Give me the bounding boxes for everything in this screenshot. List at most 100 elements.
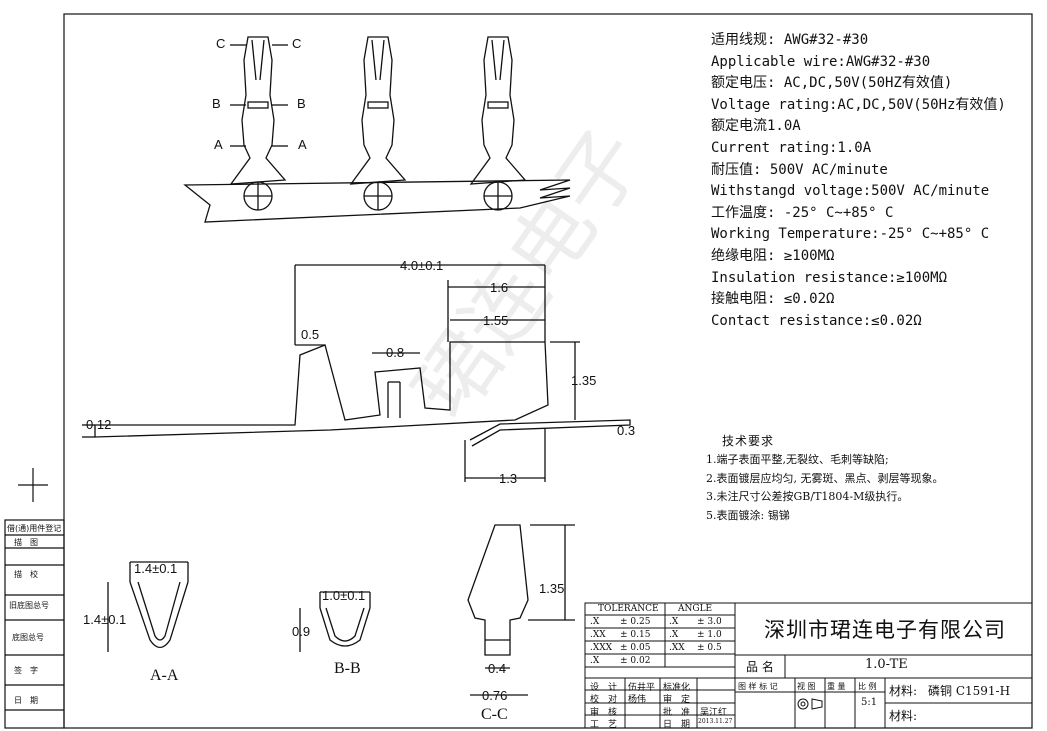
terminal-strip-top-view — [183, 36, 571, 223]
header-cell: 图 样 标 记 — [738, 682, 778, 691]
requirement-item: 2.表面镀层应均匀, 无雾斑、黑点、剥层等现象。 — [706, 471, 944, 485]
tolerance-cell: ± 0.5 — [697, 643, 722, 653]
dim-0-3: 0.3 — [617, 423, 636, 438]
signature-cell: 校 对 — [590, 695, 618, 705]
signature-cell: 标准化 — [663, 683, 691, 693]
signature-cell: 吴江红 — [700, 708, 728, 718]
tolerance-cell: ± 0.15 — [620, 630, 651, 640]
section-marker-c-right: C — [292, 36, 302, 51]
stamp-label: 描 图 — [14, 538, 38, 547]
spec-line: 工作温度: -25° C~+85° C — [711, 204, 894, 221]
section-bb-shape — [319, 607, 371, 647]
dim-bb-width: 1.0±0.1 — [322, 588, 366, 603]
section-marker-a-left: A — [214, 137, 223, 152]
tolerance-cell: .X — [669, 617, 679, 627]
dim-1-6: 1.6 — [490, 280, 509, 295]
stamp-label: 描 校 — [14, 570, 38, 579]
material-label-2: 材料: — [889, 709, 918, 723]
dim-0-5: 0.5 — [301, 327, 320, 342]
dim-1-55: 1.55 — [483, 313, 509, 328]
dim-overall-length: 4.0±0.1 — [400, 258, 444, 273]
tolerance-cell: .X — [590, 617, 600, 627]
dim-cc-inner: 0.4 — [488, 661, 507, 676]
spec-line: 额定电压: AC,DC,50V(50HZ有效值) — [711, 75, 953, 92]
dim-bb-height: 0.9 — [292, 624, 311, 639]
spec-line: 适用线规: AWG#32-#30 — [711, 32, 869, 48]
title-block-lines — [584, 602, 1033, 729]
tolerance-cell: ± 0.02 — [620, 656, 651, 666]
tolerance-cell: .X — [669, 630, 679, 640]
company-name: 深圳市珺连电子有限公司 — [764, 618, 1006, 642]
terminal-side-view — [82, 264, 631, 482]
spec-line: Insulation resistance:≥100MΩ — [711, 269, 948, 286]
tolerance-header: TOLERANCE — [598, 604, 659, 614]
tolerance-cell: ± 0.05 — [620, 643, 651, 653]
header-cell: 视 图 — [797, 682, 816, 691]
stamp-label: 借(通)用件登记 — [7, 524, 62, 533]
signature-cell: 审 定 — [663, 695, 691, 705]
section-aa-shape — [129, 581, 189, 649]
signature-cell: 工 艺 — [590, 720, 618, 730]
signature-cell: 设 计 — [590, 683, 618, 693]
tolerance-cell: .XX — [590, 630, 606, 640]
section-marker-c-left: C — [216, 36, 226, 51]
signature-cell: 审 核 — [590, 708, 618, 718]
spec-line: 接触电阻: ≤0.02Ω — [711, 291, 835, 308]
requirement-item: 3.未注尺寸公差按GB/T1804-M级执行。 — [706, 490, 909, 503]
requirements-title: 技术要求 — [722, 434, 775, 448]
stamp-label: 底图总号 — [12, 633, 44, 642]
stamp-label: 日 期 — [14, 696, 38, 705]
projection-symbol-icon — [797, 698, 823, 710]
tolerance-cell: ± 3.0 — [697, 617, 722, 627]
dim-cc-outer: 0.76 — [482, 688, 508, 703]
signature-cell: 伍井平 — [628, 683, 656, 693]
product-name: 1.0-TE — [865, 657, 908, 672]
spec-line: Voltage rating:AC,DC,50V(50Hz有效值) — [711, 96, 1006, 113]
angle-header: ANGLE — [678, 604, 713, 614]
spec-line: Current rating:1.0A — [711, 140, 872, 156]
section-marker-b-left: B — [212, 96, 221, 111]
signature-cell: 批 准 — [663, 708, 691, 718]
dim-1-35: 1.35 — [571, 373, 597, 388]
dim-0-8: 0.8 — [386, 345, 405, 360]
tolerance-cell: .XXX — [590, 643, 613, 653]
drawing-frame — [63, 13, 1033, 729]
tolerance-cell: .XX — [669, 643, 685, 653]
section-label-bb: B-B — [334, 660, 361, 677]
product-name-label: 品 名 — [746, 660, 774, 674]
section-label-cc: C-C — [481, 706, 508, 723]
tolerance-cell: ± 1.0 — [697, 630, 722, 640]
side-stamp-box — [4, 519, 65, 729]
dim-0-12: 0.12 — [86, 417, 112, 432]
spec-line: Working Temperature:-25° C~+85° C — [711, 226, 990, 243]
stamp-label: 旧底图总号 — [9, 601, 49, 610]
section-marker-a-right: A — [298, 137, 307, 152]
dim-1-3: 1.3 — [499, 471, 518, 486]
dim-aa-width: 1.4±0.1 — [134, 561, 178, 576]
requirement-item: 5.表面镀涂: 锡锑 — [706, 508, 790, 522]
spec-line: Applicable wire:AWG#32-#30 — [711, 53, 931, 70]
spec-line: 额定电流1.0A — [711, 118, 801, 135]
material-label: 材料: — [889, 684, 918, 698]
dim-aa-height: 1.4±0.1 — [83, 612, 127, 627]
header-cell: 重 量 — [827, 682, 846, 691]
section-marker-b-right: B — [297, 96, 306, 111]
signature-cell: 2013.11.27 — [698, 718, 733, 725]
section-cc-shape — [467, 524, 529, 656]
stamp-label: 签 字 — [14, 666, 38, 675]
spec-line: Withstangd voltage:500V AC/minute — [711, 183, 990, 200]
tolerance-cell: ± 0.25 — [620, 617, 651, 627]
signature-cell: 日 期 — [663, 720, 691, 730]
dim-cc-height: 1.35 — [539, 581, 565, 596]
tolerance-cell: .X — [590, 656, 600, 666]
scale-value: 5:1 — [861, 697, 878, 708]
signature-cell: 杨伟 — [628, 695, 647, 705]
section-label-aa: A-A — [150, 667, 179, 684]
spec-line: 绝缘电阻: ≥100MΩ — [711, 248, 835, 264]
header-cell: 比 例 — [858, 682, 877, 691]
spec-line: Contact resistance:≤0.02Ω — [711, 312, 922, 329]
material-value: 磷铜 C1591-H — [928, 684, 1011, 698]
requirement-item: 1.端子表面平整,无裂纹、毛刺等缺陷; — [706, 453, 889, 466]
spec-line: 耐压值: 500V AC/minute — [711, 161, 888, 178]
